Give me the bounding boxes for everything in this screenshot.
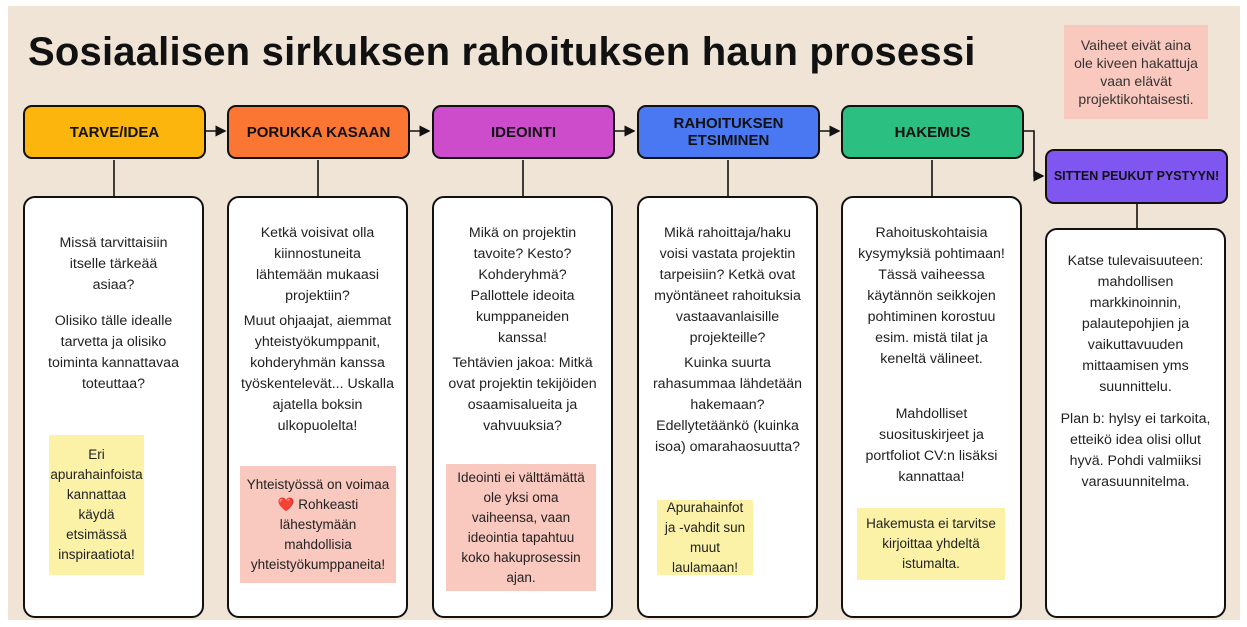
sticky-note: Hakemusta ei tarvitse kirjoittaa yhdeltä… — [857, 508, 1005, 580]
card-text: Muut ohjaajat, aiemmat yhteistyökumppani… — [241, 313, 394, 434]
card-text: Tehtävien jakoa: Mitkä ovat projektin te… — [448, 355, 597, 434]
card-text: Ketkä voisivat olla kiinnostuneita lähte… — [255, 225, 380, 304]
stage-header-hakemus: HAKEMUS — [841, 105, 1024, 159]
board-background — [8, 6, 1240, 620]
sticky-note: Ideointi ei välttämättä ole yksi oma vai… — [446, 464, 596, 591]
note-stages-flexible: Vaiheet eivät aina ole kiveen hakattuja … — [1064, 25, 1208, 119]
page-title: Sosiaalisen sirkuksen rahoituksen haun p… — [28, 30, 976, 74]
stage-header-sitten-peukut-pystyyn: SITTEN PEUKUT PYSTYYN! — [1045, 149, 1228, 204]
card-text: Rahoituskohtaisia kysymyksiä pohtimaan! … — [858, 225, 1005, 367]
card-text: Mikä on projektin tavoite? Kesto? Kohder… — [468, 225, 577, 346]
card-text: Mikä rahoittaja/haku voisi vastata proje… — [654, 225, 801, 346]
card-text: Missä tarvittaisiin itselle tärkeää asia… — [59, 235, 168, 293]
arrow-5-6 — [1024, 130, 1045, 182]
stage-card-sitten-peukut-pystyyn: Katse tulevaisuuteen: mahdollisen markki… — [1045, 228, 1226, 618]
card-text: Mahdolliset suosituskirjeet ja portfolio… — [865, 406, 998, 485]
card-text: Olisiko tälle idealle tarvetta ja olisik… — [48, 313, 179, 392]
stage-header-rahoituksen-etsiminen: RAHOITUKSEN ETSIMINEN — [637, 105, 820, 159]
stage-header-ideointi: IDEOINTI — [432, 105, 615, 159]
stage-header-tarve-idea: TARVE/IDEA — [23, 105, 206, 159]
card-text: Kuinka suurta rahasummaa lähdetään hakem… — [652, 355, 803, 455]
card-text: Plan b: hylsy ei tarkoita, etteikö idea … — [1060, 411, 1211, 490]
sticky-note: Yhteistyössä on voimaa ❤️ Rohkeasti lähe… — [240, 466, 396, 583]
sticky-note: Eri apurahainfoista kannattaa käydä etsi… — [49, 435, 144, 575]
stage-header-porukka-kasaan: PORUKKA KASAAN — [227, 105, 410, 159]
card-text: Katse tulevaisuuteen: mahdollisen markki… — [1067, 253, 1204, 395]
sticky-note: Apurahainfot ja -vahdit sun muut laulama… — [657, 500, 753, 575]
